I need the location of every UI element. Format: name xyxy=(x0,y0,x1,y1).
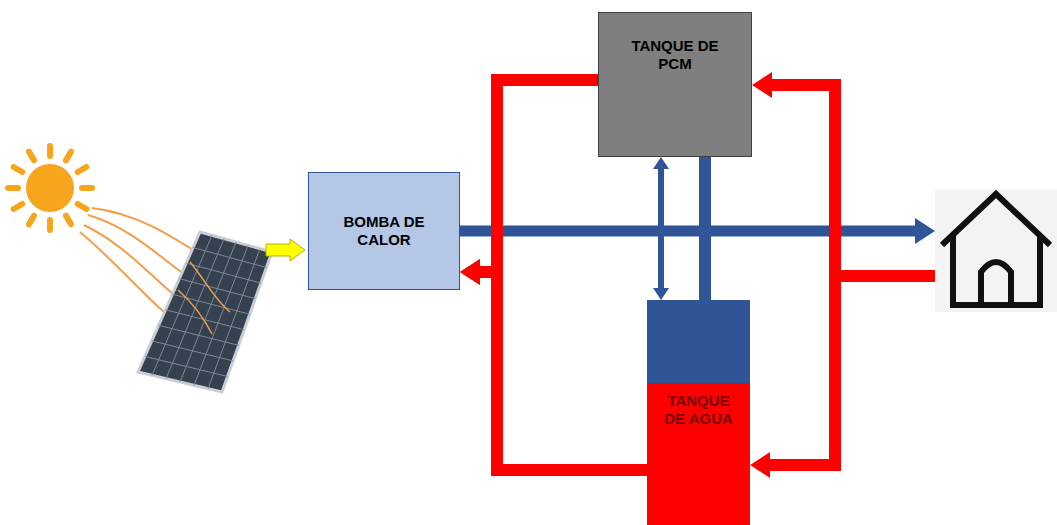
pcm-tank-box: TANQUE DE PCM xyxy=(598,12,752,157)
panel-cell-line xyxy=(172,294,249,314)
heat-pump-box: BOMBA DE CALOR xyxy=(308,172,460,290)
light-beams xyxy=(178,262,230,334)
house-icon xyxy=(942,194,1050,305)
sun-ray xyxy=(78,167,87,172)
panel-cell-line xyxy=(194,245,248,385)
solar-panel xyxy=(138,232,272,392)
return-pipe xyxy=(770,459,841,471)
house-roof xyxy=(942,194,1050,245)
sun-ray xyxy=(14,204,23,209)
sun-ray xyxy=(29,216,34,225)
sun-ray xyxy=(78,204,87,209)
panel-cell-line xyxy=(159,325,239,345)
panel-cell-line xyxy=(145,356,228,376)
light-beam xyxy=(178,290,212,334)
supply-pipe xyxy=(460,226,915,237)
return-pipe xyxy=(480,272,647,470)
panel-cell-line xyxy=(152,341,233,361)
return-pipe xyxy=(480,80,598,272)
return-pipe xyxy=(772,79,841,91)
exchange-arrow xyxy=(658,169,664,288)
panel-grid xyxy=(145,235,267,388)
energy-arrow xyxy=(266,239,305,261)
house-door xyxy=(981,262,1011,305)
panel-cell-line xyxy=(180,242,236,382)
return-pipe xyxy=(835,270,935,282)
panel-cell-line xyxy=(166,239,224,379)
panel-cell-line xyxy=(179,279,255,299)
panel-cell-line xyxy=(208,249,260,389)
node-label: BOMBA DE CALOR xyxy=(329,213,439,249)
sun-ray xyxy=(47,220,53,230)
sun-ray xyxy=(66,216,71,225)
panel-cell-line xyxy=(186,263,261,283)
house-walls xyxy=(953,236,1040,305)
house-ground xyxy=(935,190,1057,312)
sun-ray xyxy=(66,152,71,161)
sun-ray xyxy=(82,185,92,191)
sun-icon xyxy=(8,146,92,230)
node-label: TANQUE DE PCM xyxy=(621,37,729,73)
sun-ray xyxy=(29,152,34,161)
light-beam xyxy=(190,262,230,312)
panel-cell-line xyxy=(152,235,212,375)
node-label: TANQUE DE AGUA xyxy=(657,392,740,428)
panel-cell-line xyxy=(166,310,245,330)
sun-ray xyxy=(47,146,53,156)
sun-disc xyxy=(26,164,74,212)
sun-ray xyxy=(14,167,23,172)
sun-ray xyxy=(8,185,18,191)
water-tank-box: TANQUE DE AGUA xyxy=(647,300,750,525)
supply-pipe xyxy=(699,157,711,300)
panel-cell-line xyxy=(193,248,266,268)
